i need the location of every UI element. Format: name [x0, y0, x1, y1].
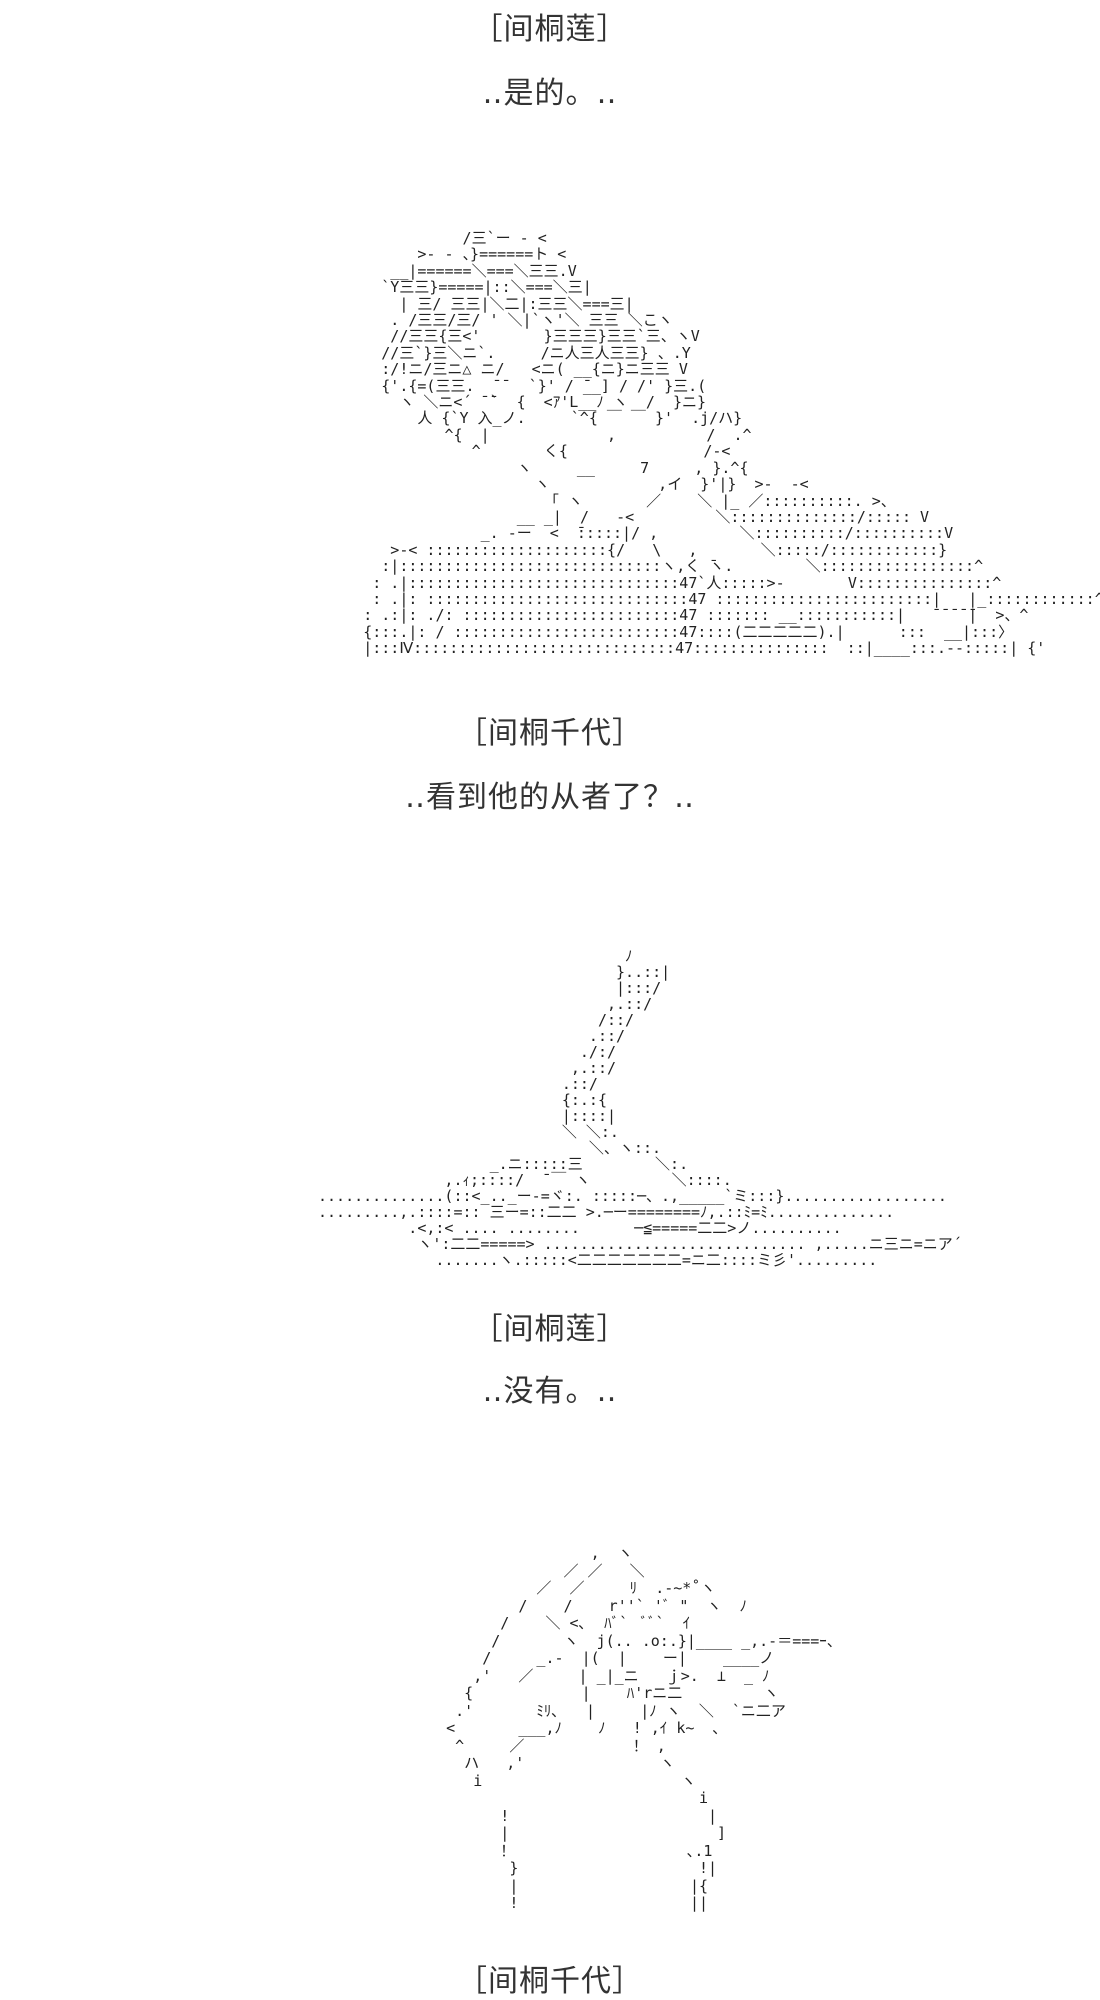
- ascii-art-smoke-scene: ﾉ }..::| |:::/ ,.::/ /::/ .::/: [318, 947, 962, 1269]
- dialogue-line: ‥是的。‥: [482, 76, 618, 111]
- ascii-art-character-portrait: /三`ー - < >- - 、}======ト < __|======＼===＼…: [363, 229, 1100, 658]
- speaker-name: ［间桐莲］: [472, 12, 628, 47]
- speaker-name: ［间桐莲］: [472, 1312, 628, 1347]
- speaker-name: ［间桐千代］: [457, 1964, 643, 1999]
- dialogue-line: ‥没有。‥: [482, 1374, 618, 1409]
- dialogue-line: ‥看到他的从者了？‥: [404, 780, 696, 815]
- ascii-art-hand: , ヽ ／ ／ ＼ ／ ／ ﾘ .-~*˚ヽ / / r''` 'ﾞ " ヽ ﾉ…: [446, 1544, 842, 1912]
- speaker-name: ［间桐千代］: [457, 716, 643, 751]
